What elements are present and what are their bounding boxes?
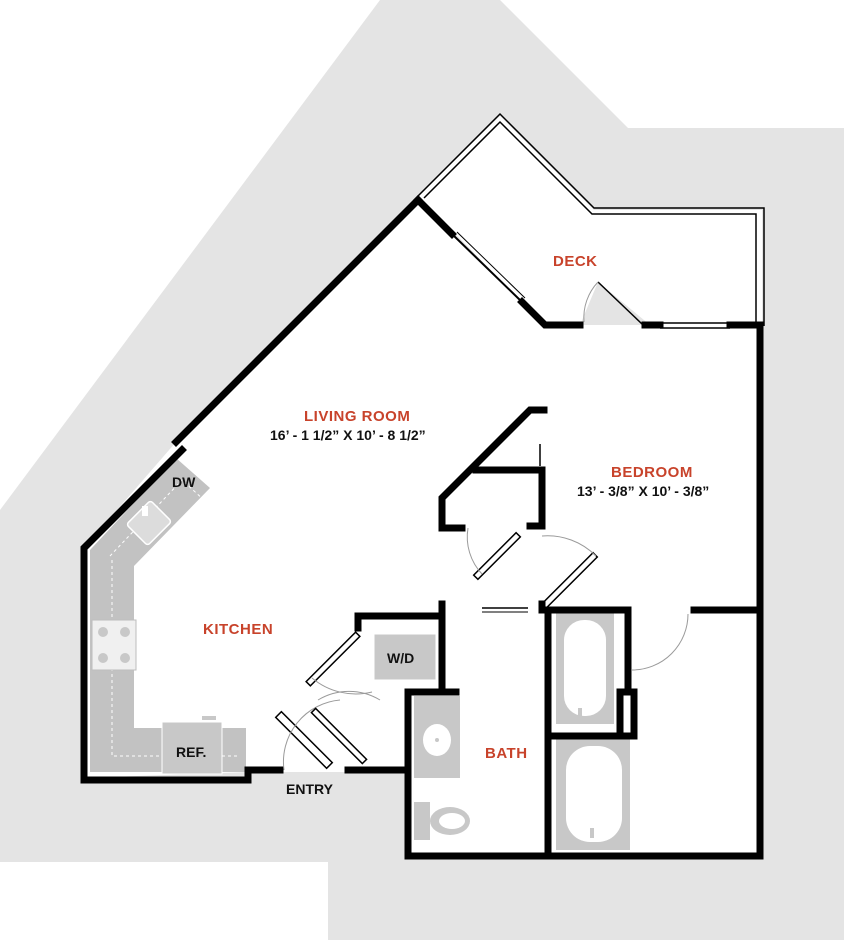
cooktop [91,619,137,671]
closet-door [472,531,522,581]
entry-door [274,710,334,770]
refrigerator: REF. [161,716,223,775]
deck-slider-door [456,231,526,299]
wall-deck-left2 [517,297,584,329]
entry-door-swing [282,699,341,771]
wall-deck-left [413,195,457,239]
living-room-dimensions: 16’ - 1 1/2” X 10’ - 8 1/2” [270,427,426,443]
deck-area [418,116,762,325]
counter-edge-dash [109,479,205,557]
laundry-door [310,707,368,765]
wall-east [404,321,764,860]
refrigerator-label: REF. [176,744,206,760]
kitchen-sink [126,500,172,546]
bath-label: BATH [485,745,528,762]
washer-dryer-label: W/D [387,650,414,666]
deck-railing-outer [417,112,765,326]
wall-bath-north [538,600,632,694]
dishwasher-label: DW [172,474,196,490]
bathtub-lower [556,738,630,850]
deck-label: DECK [553,253,598,270]
deck-railing-inner [423,120,757,324]
washer-dryer: W/D [373,633,437,681]
entry-label: ENTRY [286,781,334,797]
deck-door-swing [583,281,599,323]
bath-door-swing [631,613,689,671]
kitchen-label: KITCHEN [203,621,273,638]
exterior-wall-west [171,195,423,447]
toilet [414,802,470,840]
wall-bath-mid [546,688,638,740]
laundry-door [305,631,361,687]
bedroom-dimensions: 13’ - 3/8” X 10’ - 3/8” [577,483,709,499]
bedroom-label: BEDROOM [611,464,693,481]
exterior-wall-kitchen [80,445,284,784]
closet-door-swing [466,527,483,575]
deck-slider-door [451,233,523,303]
bedroom-door-swing [541,535,597,557]
dishwasher: DW [172,474,196,490]
deck-door [597,281,643,325]
bathtub-upper [556,612,614,724]
living-room-label: LIVING ROOM [304,408,410,425]
bath-sink [414,696,460,778]
kitchen-counter [90,458,246,772]
wall-closet-diagonal [438,406,548,532]
laundry-door-swing [317,690,381,701]
wall-closet-mid [472,466,546,530]
wall-laundry [354,612,446,690]
